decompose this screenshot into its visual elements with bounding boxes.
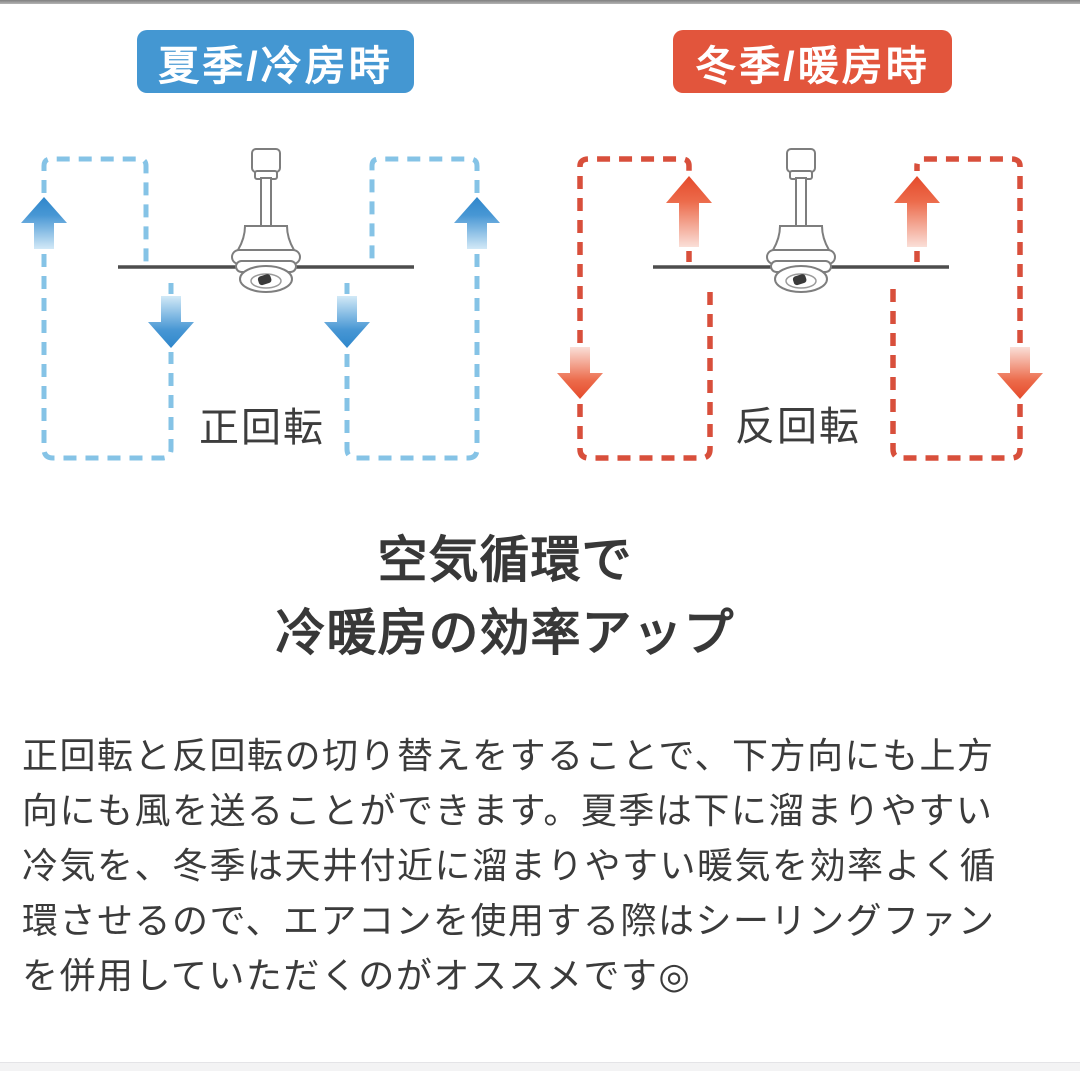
winter-ceiling-fan-icon — [653, 148, 949, 293]
forward-rotation-label: 正回転 — [199, 406, 325, 450]
description-line: 正回転と反回転の切り替えをすることで、下方向にも上方 — [22, 735, 995, 776]
description-line: 環させるので、エアコンを使用する際はシーリングファン — [22, 900, 996, 941]
summer-cooling-badge: 夏季/冷房時 — [137, 30, 414, 93]
summer-ceiling-fan-icon — [118, 148, 414, 293]
summer-down-arrow-icon — [148, 296, 370, 348]
airflow-diagram — [21, 148, 1043, 461]
bottom-border-strip — [0, 1062, 1080, 1071]
description-line: を併用していただくのがオススメです◎ — [22, 955, 692, 996]
summer-circulation-loop — [41, 156, 480, 461]
winter-down-arrow-icon — [557, 347, 1043, 399]
reverse-rotation-label: 反回転 — [735, 405, 861, 449]
description-line: 冷気を、冬季は天井付近に溜まりやすい暖気を効率よく循 — [22, 845, 998, 886]
top-border-bar — [0, 0, 1080, 4]
page-title: 空気循環で 冷暖房の効率アップ — [0, 524, 1010, 670]
description-line: 向にも風を送ることができます。夏季は下に溜まりやすい — [22, 790, 994, 831]
winter-circulation-loop — [577, 156, 1023, 461]
winter-heating-badge: 冬季/暖房時 — [673, 30, 952, 93]
description-paragraph: 正回転と反回転の切り替えをすることで、下方向にも上方 向にも風を送ることができま… — [22, 728, 1062, 1003]
page-title-line1: 空気循環で — [377, 532, 633, 588]
page-title-line2: 冷暖房の効率アップ — [275, 605, 735, 661]
